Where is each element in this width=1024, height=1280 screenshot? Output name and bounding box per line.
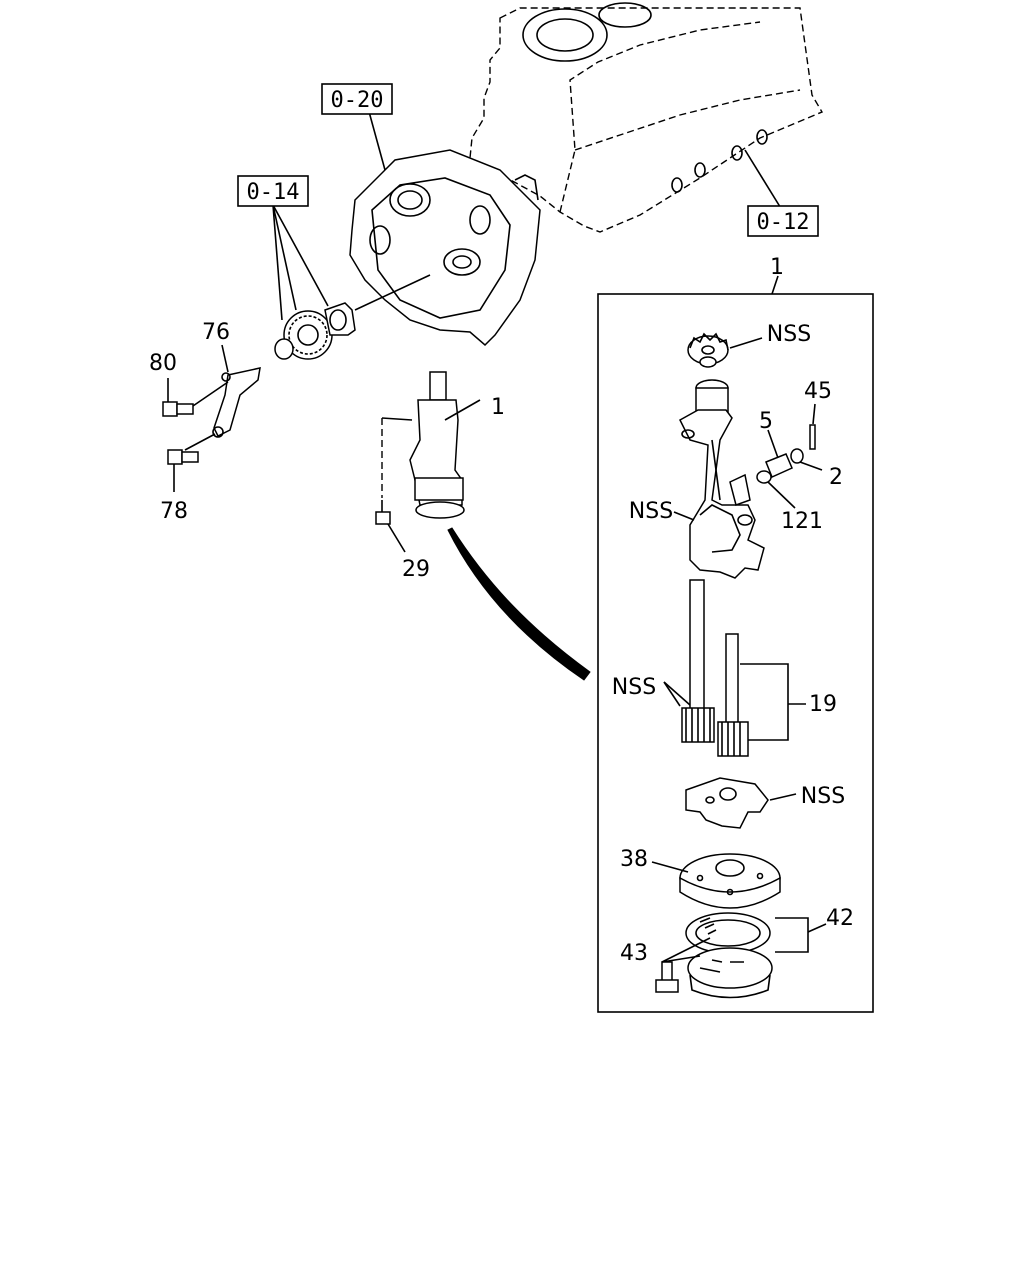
ref-box-timing-case[interactable]: 0-20 [321, 83, 393, 115]
ref-box-idler-gear-label: 0-14 [247, 180, 300, 205]
callout-gear-pair-19: 19 [809, 692, 837, 717]
callout-spring-pin-45: 45 [804, 379, 832, 404]
ref-box-engine-block-label: 0-12 [757, 210, 810, 235]
bolt-43 [655, 937, 711, 993]
oil-pump-assembled [381, 371, 481, 519]
pump-gears-shafts [663, 579, 806, 757]
callout-relief-plug-2: 2 [829, 465, 843, 490]
ref-box-engine-block[interactable]: 0-12 [747, 205, 819, 237]
pump-body [673, 379, 765, 579]
bolt-78 [167, 449, 199, 492]
relief-valve-parts [756, 403, 823, 509]
exploded-detail-frame [597, 293, 874, 1013]
ref-box-timing-case-label: 0-20 [331, 88, 384, 113]
drive-gear [687, 332, 763, 368]
exploded-view-arrow [447, 527, 591, 681]
callout-pump-assembly: 1 [491, 395, 505, 420]
callout-pump-cover-nss: NSS [801, 784, 845, 809]
callout-bolt-80: 80 [149, 351, 177, 376]
callout-bolt-78: 78 [160, 499, 188, 524]
bolt-29 [375, 500, 406, 553]
gasket-link-bracket [184, 344, 261, 451]
timing-case [349, 107, 541, 347]
idler-gear-set [272, 204, 356, 360]
callout-bolt-29: 29 [402, 557, 430, 582]
callout-pump-assembly-group: 1 [770, 255, 784, 280]
callout-bolt-43: 43 [620, 941, 648, 966]
callout-gasket-set-42: 42 [826, 906, 854, 931]
callout-pump-body-nss: NSS [629, 499, 673, 524]
pump-cover [685, 777, 797, 829]
callout-gears-nss: NSS [612, 675, 656, 700]
callout-relief-valve-121: 121 [781, 509, 823, 534]
callout-drive-gear-nss: NSS [767, 322, 811, 347]
callout-relief-spring-5: 5 [759, 409, 773, 434]
engine-block-outline [469, 2, 824, 233]
callout-gasket-link: 76 [202, 320, 230, 345]
ref-box-idler-gear[interactable]: 0-14 [237, 175, 309, 207]
bolt-80 [162, 378, 194, 417]
strainer-assembly [651, 853, 827, 999]
callout-strainer-plate-38: 38 [620, 847, 648, 872]
